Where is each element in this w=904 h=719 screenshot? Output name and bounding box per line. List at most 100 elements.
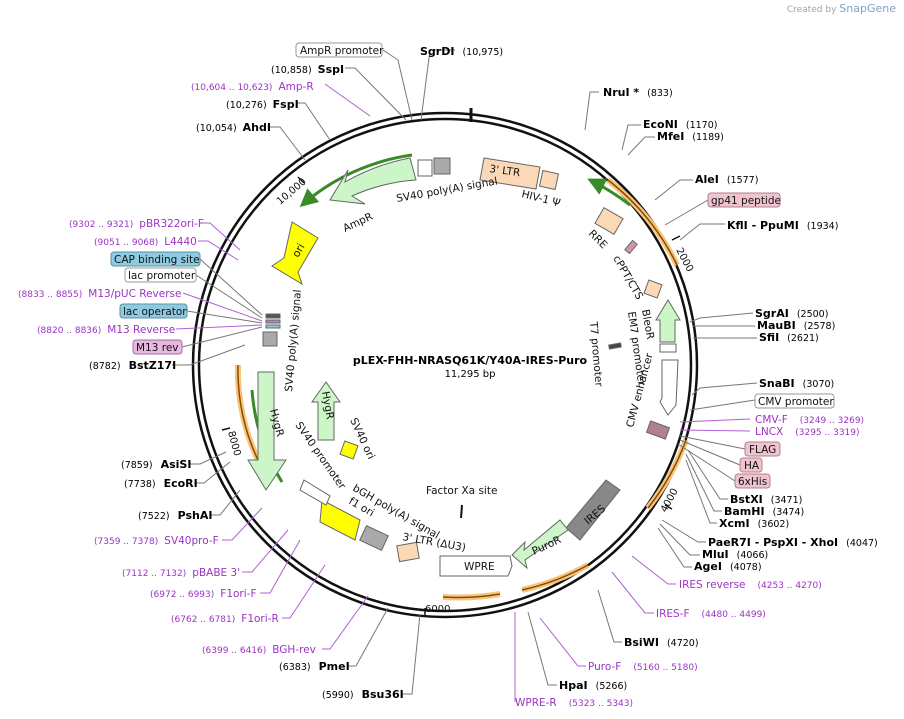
tick-mark-10000	[297, 176, 305, 184]
conn-f1ori-r	[282, 564, 326, 619]
site-alei-pos: (1577)	[727, 175, 759, 186]
site-sgrdi: SgrDI(10,975)	[420, 45, 503, 58]
feat-factor-xa: Factor Xa site	[426, 485, 497, 497]
primer-f1ori-r: (6762 .. 6781)F1ori-R	[171, 613, 279, 625]
conn-l4440	[198, 240, 239, 261]
site-pmei-pos: (6383)	[279, 662, 311, 673]
site-nrui-name: NruI *	[603, 86, 639, 99]
site-bsu36i: (5990)Bsu36I	[322, 688, 404, 701]
site-ecori: (7738)EcoRI	[124, 477, 198, 490]
em7-promoter-feature	[659, 343, 677, 353]
f1-ori-feature	[319, 499, 361, 541]
site-bsiwi-name: BsiWI	[624, 636, 659, 649]
site-asisi-pos: (7859)	[121, 460, 153, 471]
site-agei-pos: (4078)	[730, 562, 762, 573]
snapgene-logo: SnapGene	[839, 2, 896, 15]
ltr-du3-feature	[396, 541, 420, 563]
conn-ampr-promoter	[382, 49, 413, 121]
box-flag	[744, 441, 781, 457]
site-agei-name: AgeI	[694, 560, 722, 573]
site-sgrai-name: SgrAI	[755, 307, 789, 320]
box-lac-operator	[119, 303, 188, 319]
primer-labels: (10,604 .. 10,623)Amp-R (9302 .. 9321)pB…	[18, 81, 864, 709]
orange-arc-1-line	[607, 179, 678, 266]
conn-lac-promoter	[195, 274, 263, 319]
site-maubi-name: MauBI	[757, 319, 796, 332]
site-pshai-pos: (7522)	[138, 511, 170, 522]
conn-m13-puc	[182, 292, 263, 322]
feat-ampr: AmpR	[341, 211, 375, 235]
site-pshai: (7522) PshAI	[138, 509, 212, 522]
features	[247, 157, 681, 577]
tick-mark-4000	[664, 504, 673, 510]
box-cap	[110, 251, 201, 267]
site-sgrdi-name: SgrDI	[420, 45, 454, 58]
site-kfli-name: KflI - PpuMI	[727, 219, 799, 232]
site-mfei-pos: (1189)	[692, 132, 724, 143]
primer-m13-reverse: (8820 .. 8836)M13 Reverse	[37, 324, 175, 336]
site-sfii: SfiI(2621)	[759, 331, 819, 344]
gray-box-top	[433, 157, 451, 175]
conn-sv40pro-f	[222, 507, 263, 541]
site-mlui-pos: (4066)	[737, 550, 769, 561]
credit: Created by SnapGene	[787, 2, 896, 15]
primer-sv40pro-f: (7359 .. 7378)SV40pro-F	[94, 535, 219, 547]
label-cap: CAP binding site	[114, 254, 200, 266]
conn-f1ori-f	[260, 539, 301, 594]
ltr-3-feature	[479, 157, 541, 190]
site-kfli: KflI - PpuMI(1934)	[727, 219, 838, 232]
connectors	[172, 49, 758, 702]
puror-arrow	[511, 519, 569, 570]
conn-snabi	[691, 382, 758, 396]
site-pmei-name: PmeI	[319, 660, 350, 673]
primer-f1ori-f: (6972 .. 6993)F1ori-F	[150, 588, 257, 600]
conn-puro-f	[539, 617, 586, 667]
site-bamhi: BamHI(3474)	[724, 505, 804, 518]
conn-ahdi	[270, 126, 306, 161]
site-pshai-name: PshAI	[178, 509, 213, 522]
backbone	[191, 108, 699, 619]
credit-prefix: Created by	[786, 5, 837, 15]
conn-bsiwi	[597, 589, 622, 643]
site-bsu36i-pos: (5990)	[322, 690, 354, 701]
site-bamhi-name: BamHI	[724, 505, 765, 518]
tick-6000: 6000	[425, 604, 450, 615]
conn-bsu36i	[402, 613, 421, 695]
primer-bgh-rev: (6399 .. 6416)BGH-rev	[202, 644, 316, 656]
primer-ires-reverse-name: IRES reverse	[679, 579, 746, 591]
site-nrui: NruI * (833)	[603, 86, 673, 99]
primer-ires-f-pos: (4480 .. 4499)	[702, 610, 766, 620]
ori-arrow	[271, 221, 319, 286]
primer-ires-f-name: IRES-F	[656, 608, 690, 620]
white-box-top	[417, 159, 433, 177]
backbone-outer-ring	[191, 111, 699, 619]
orange-arc-2-line	[647, 439, 687, 509]
site-bstz17i-pos: (8782)	[89, 361, 121, 372]
site-bstz17i: (8782)BstZ17I	[89, 359, 176, 372]
site-asisi: (7859)AsiSI	[121, 458, 191, 471]
primer-cmv-f-name: CMV-F	[755, 414, 788, 426]
conn-lncx	[679, 429, 751, 432]
site-ahdi-pos: (10,054)	[196, 123, 237, 134]
t7-promoter-feature	[608, 342, 622, 350]
hiv-psi-feature	[538, 169, 560, 191]
feat-bleor: BleoR	[639, 308, 656, 340]
conn-nrui	[584, 91, 599, 131]
primer-pbabe3-name: pBABE 3'	[192, 567, 240, 579]
tick-mark-8000	[221, 427, 231, 431]
site-nrui-pos: (833)	[647, 88, 673, 99]
site-sfii-pos: (2621)	[787, 333, 819, 344]
backbone-inner-ring	[197, 117, 693, 613]
primer-pbr322ori-f: (9302 .. 9321)pBR322ori-F	[69, 218, 204, 230]
site-ahdi-name: AhdI	[243, 121, 271, 134]
conn-ecori	[194, 461, 231, 484]
feat-t7: T7 promoter	[587, 320, 605, 388]
conn-pbabe3	[242, 529, 289, 573]
primer-lncx-name: LNCX	[755, 426, 783, 438]
box-lac-promoter	[124, 267, 197, 283]
conn-sgrdi	[420, 49, 455, 121]
cppt-feature	[624, 239, 638, 255]
plasmid-name: pLEX-FHH-NRASQ61K/Y40A-IRES-Puro	[353, 354, 588, 367]
conn-mfei	[627, 136, 655, 156]
primer-ires-reverse-pos: (4253 .. 4270)	[758, 581, 822, 591]
